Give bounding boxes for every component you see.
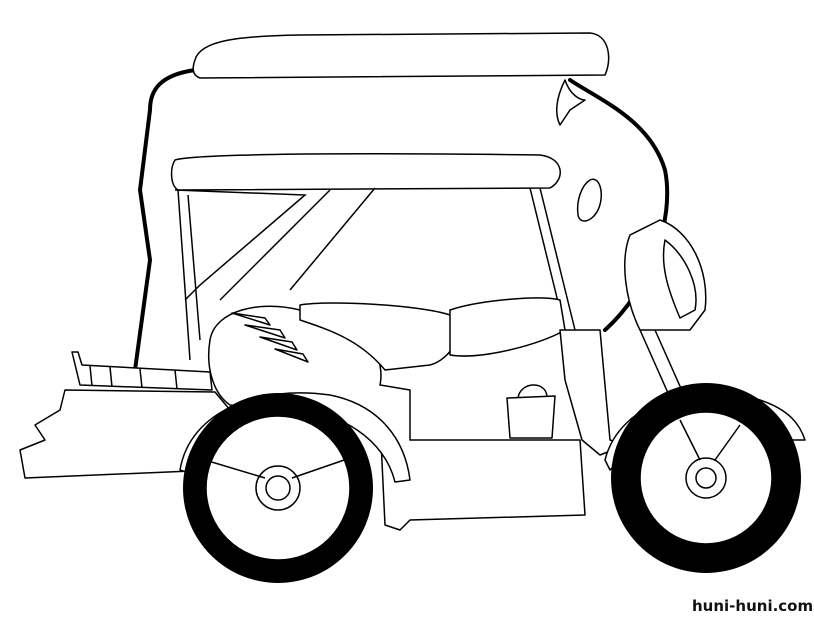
sidecar-frame bbox=[174, 187, 576, 361]
headlight-lens bbox=[662, 239, 697, 319]
rack-bars bbox=[89, 365, 178, 390]
front-wheel bbox=[611, 383, 801, 573]
canopy bbox=[170, 153, 561, 191]
rear-rack bbox=[71, 351, 213, 391]
cover-cable-left bbox=[133, 68, 197, 372]
roof-top bbox=[192, 32, 610, 79]
fuel-can-handle bbox=[517, 384, 548, 399]
rear-bumper bbox=[19, 389, 231, 479]
rear-wheel bbox=[183, 393, 373, 583]
side-vents bbox=[231, 312, 309, 363]
roof-hook bbox=[555, 79, 586, 126]
sidecar-body bbox=[208, 305, 586, 531]
watermark: huni-huni.com bbox=[692, 597, 814, 615]
mirror bbox=[576, 178, 602, 222]
motorcycle-seat bbox=[449, 297, 566, 357]
fuel-can bbox=[506, 395, 556, 439]
